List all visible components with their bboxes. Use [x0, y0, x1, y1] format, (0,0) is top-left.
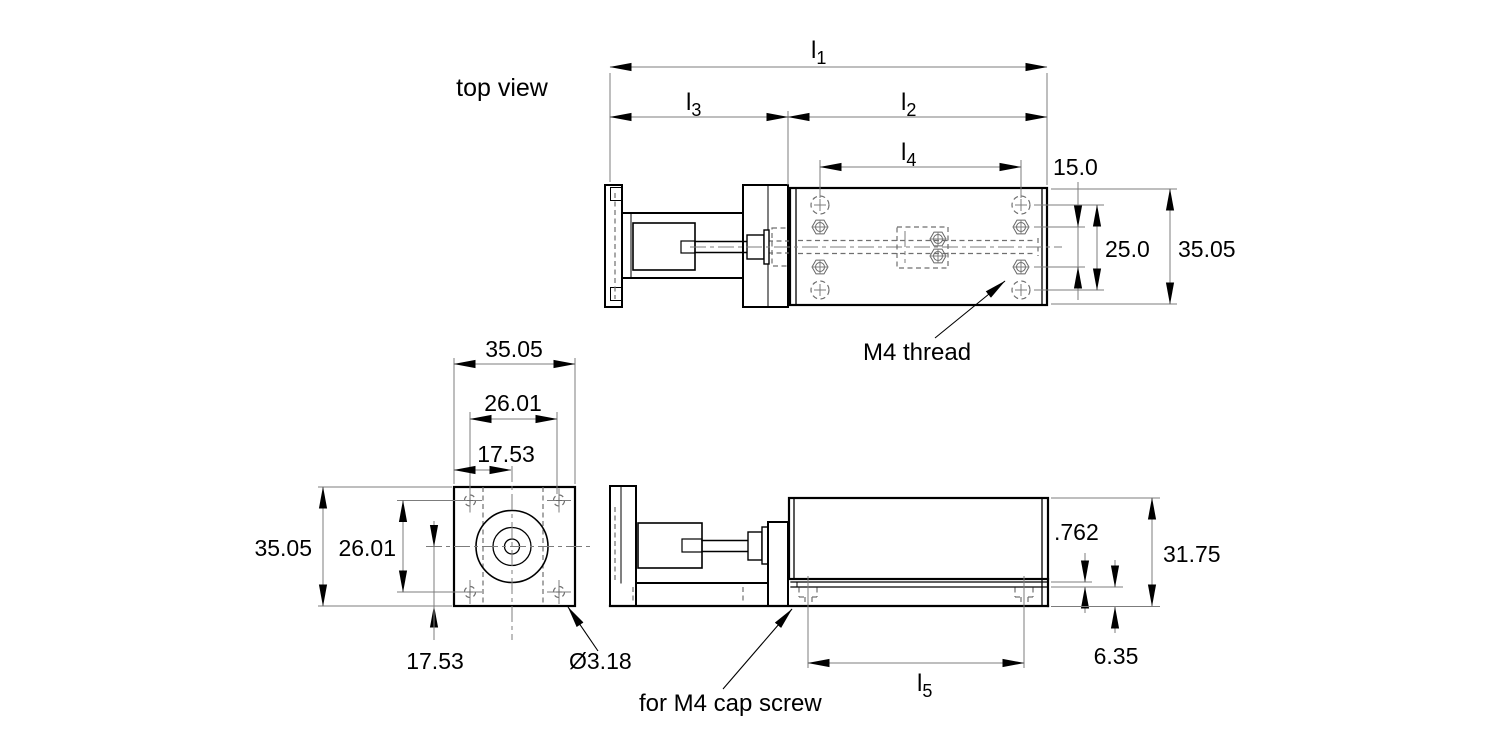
motor-flange-face — [426, 466, 592, 640]
dim-35-05-end-top: 35.05 — [485, 336, 543, 362]
motor-shaft-front — [701, 539, 749, 553]
end-view-dimensions: 35.05 26.01 17.53 35.05 26.01 17.53 Ø3.1… — [254, 336, 631, 674]
dim-17-53-end-bottom: 17.53 — [406, 648, 464, 674]
front-view-dimensions: l5 .762 6.35 31.75 — [807, 497, 1221, 701]
carriage-top — [896, 226, 949, 269]
dim-31-75: 31.75 — [1163, 541, 1221, 567]
corner-hole-leader — [567, 606, 599, 652]
dim-35-05-top: 35.05 — [1178, 236, 1236, 262]
motor-shaft-top — [694, 240, 748, 254]
dim-l1: l1 — [811, 37, 826, 68]
front-view: l5 .762 6.35 31.75 for M4 cap screw — [608, 485, 1221, 717]
dim-l5: l5 — [917, 670, 932, 701]
m4-thread-callout: M4 thread — [863, 280, 1006, 366]
dim-l2: l2 — [901, 89, 916, 120]
motor-body-front — [637, 522, 703, 569]
m4-cap-screw-note: for M4 cap screw — [639, 690, 822, 717]
top-view: top view — [456, 37, 1235, 366]
dim-17-53-end-top: 17.53 — [477, 441, 535, 467]
slide-body-top — [690, 186, 1062, 307]
m4-thread-note: M4 thread — [863, 339, 971, 366]
top-view-label: top view — [456, 74, 549, 102]
dim-26-01-end-top: 26.01 — [484, 390, 542, 416]
m4-thread-leader — [934, 280, 1006, 339]
m4-cap-screw-leader — [722, 608, 793, 690]
shaft-coupling-front — [747, 526, 769, 565]
slide-body-front — [787, 496, 1050, 608]
end-view: 35.05 26.01 17.53 35.05 26.01 17.53 Ø3.1… — [254, 336, 631, 674]
top-view-dimensions: l1 l3 l2 l4 15.0 25.0 — [609, 37, 1236, 305]
dim-6-35: 6.35 — [1094, 643, 1139, 669]
dim-dia-3-18: Ø3.18 — [569, 648, 632, 674]
cap-screw-hole-left — [798, 587, 818, 605]
m4-cap-screw-callout: for M4 cap screw — [639, 608, 822, 717]
dim-26-01-end-left: 26.01 — [338, 535, 396, 561]
cap-screw-hole-right — [1014, 587, 1034, 605]
dim-35-05-end-left: 35.05 — [254, 535, 312, 561]
mounting-bracket-front — [608, 485, 1050, 608]
dim-l4: l4 — [901, 139, 916, 170]
dim-762: .762 — [1054, 519, 1099, 545]
dim-25-0: 25.0 — [1105, 236, 1150, 262]
dim-l3: l3 — [686, 89, 701, 120]
dim-15-0: 15.0 — [1053, 154, 1098, 180]
